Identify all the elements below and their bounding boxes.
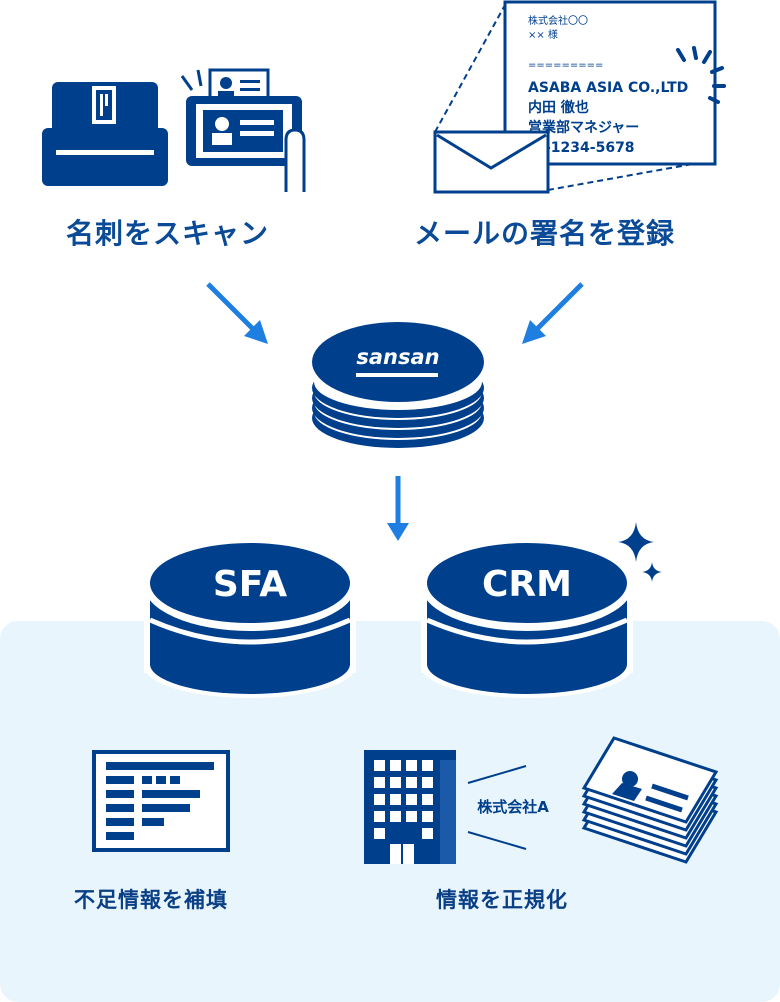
scan-step-label: 名刺をスキャン	[66, 217, 270, 250]
card-stack-icon	[581, 736, 719, 864]
office-building-icon	[364, 750, 456, 864]
arrow-email-to-hub	[522, 282, 584, 344]
form-document-icon	[92, 750, 230, 852]
sfa-label: SFA	[213, 564, 287, 605]
sansan-logo: sansan	[356, 345, 439, 369]
signature-title: 営業部マネジャー	[528, 119, 639, 136]
sfa-database-icon	[144, 539, 356, 698]
arrow-scan-to-hub	[206, 282, 268, 344]
tablet-card-icon	[180, 68, 306, 192]
signature-company-en: ASABA ASIA CO.,LTD	[528, 80, 688, 96]
arrow-hub-to-databases	[387, 476, 409, 541]
email-step-label: メールの署名を登録	[414, 217, 676, 250]
scanner-icon	[42, 82, 168, 186]
signature-company-line: 株式会社〇〇	[528, 14, 588, 27]
company-tag: 株式会社A	[477, 798, 549, 816]
emphasis-rays-icon	[676, 46, 726, 104]
signature-recipient-line: ×× 様	[528, 28, 558, 41]
normalize-label: 情報を正規化	[436, 888, 568, 912]
envelope-icon	[433, 130, 550, 194]
signature-separator: =========	[528, 60, 603, 71]
sparkle-icon	[618, 522, 662, 582]
company-tag-connector	[467, 765, 527, 850]
fill-missing-label: 不足情報を補填	[74, 888, 228, 912]
crm-label: CRM	[482, 564, 572, 605]
signature-person-name: 内田 徹也	[528, 99, 589, 116]
signature-phone: -1234-5678	[545, 140, 635, 156]
sansan-database-icon	[312, 322, 484, 448]
crm-database-icon	[421, 539, 633, 698]
